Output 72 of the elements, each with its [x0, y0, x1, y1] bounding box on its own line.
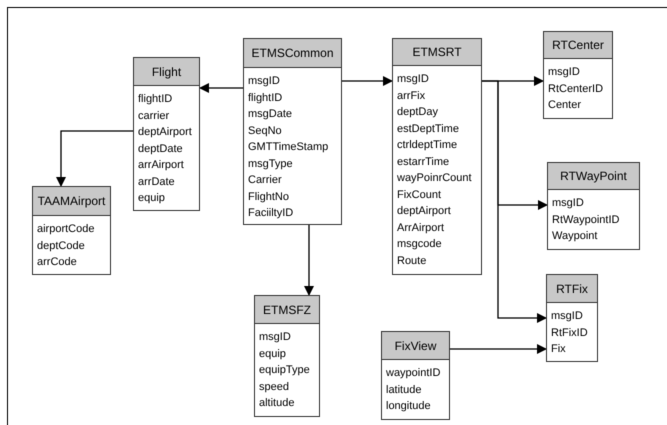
- field-name: arrCode: [37, 255, 77, 270]
- table-header: RTFix: [547, 275, 597, 303]
- field-name: deptDate: [138, 142, 183, 156]
- field-name: RtCenterID: [548, 82, 604, 96]
- field-name: deptAirport: [397, 204, 451, 219]
- table-box: [392, 38, 482, 275]
- field-name: deptCode: [37, 238, 85, 254]
- field-name: deptDay: [397, 105, 438, 120]
- table-header: Flight: [134, 58, 199, 86]
- field-name: RtFixID: [551, 326, 588, 340]
- field-name: ctrldeptTime: [397, 138, 458, 153]
- field-name: msgType: [248, 156, 293, 172]
- field-name: arrDate: [138, 174, 175, 190]
- arrow: [304, 225, 314, 296]
- field-name: longitude: [386, 399, 431, 414]
- field-name: latitude: [386, 382, 422, 398]
- field-name: msgID: [248, 74, 280, 89]
- field-name: Route: [397, 254, 426, 268]
- arrow: [450, 344, 547, 354]
- arrow: [342, 76, 393, 86]
- table-header: ETMSFZ: [255, 296, 319, 324]
- field-name: estDeptTime: [397, 122, 459, 136]
- arrow: [56, 130, 133, 187]
- table-box: [543, 31, 613, 119]
- field-name: wayPoinrCount: [397, 171, 472, 186]
- field-name: arrAirport: [138, 158, 184, 173]
- table-header: RTWayPoint: [548, 163, 639, 190]
- field-name: Waypoint: [552, 229, 598, 244]
- table-header: ETMSCommon: [244, 39, 341, 68]
- table-box: [546, 274, 598, 362]
- field-name: speed: [259, 380, 289, 394]
- table-box: [32, 186, 111, 275]
- table-box: [547, 162, 640, 250]
- arrow: [199, 83, 243, 93]
- field-name: deptAirport: [138, 125, 192, 140]
- table-header: TAAMAirport: [33, 187, 110, 216]
- table-box: [243, 38, 342, 225]
- field-name: FixCount: [397, 188, 442, 202]
- field-name: equip: [259, 346, 286, 362]
- field-name: arrFix: [397, 88, 426, 104]
- field-name: flightID: [138, 92, 172, 107]
- field-name: msgID: [397, 72, 429, 87]
- field-name: FaciiltyID: [248, 206, 294, 221]
- field-name: estarrTime: [397, 154, 450, 170]
- field-name: carrier: [138, 108, 170, 124]
- field-name: equip: [138, 191, 165, 206]
- arrow: [482, 80, 547, 323]
- field-name: msgID: [548, 65, 580, 80]
- field-name: msgDate: [248, 107, 292, 122]
- field-name: equipType: [259, 363, 310, 378]
- field-name: Center: [548, 98, 582, 113]
- table-box: [133, 57, 200, 211]
- field-name: Carrier: [248, 173, 282, 188]
- table-box: [254, 295, 320, 417]
- field-name: msgID: [259, 330, 291, 345]
- field-name: msgID: [552, 196, 584, 211]
- field-name: airportCode: [37, 222, 94, 237]
- field-name: Fix: [551, 342, 566, 357]
- field-name: RtWaypointID: [552, 212, 620, 228]
- field-name: GMTTimeStamp: [248, 140, 328, 155]
- field-name: ArrAirport: [397, 220, 444, 236]
- field-name: SeqNo: [248, 124, 282, 138]
- field-name: FlightNo: [248, 190, 289, 204]
- field-name: altitude: [259, 396, 294, 411]
- table-header: RTCenter: [544, 32, 612, 59]
- table-header: ETMSRT: [393, 39, 481, 66]
- field-name: msgID: [551, 309, 583, 324]
- field-name: flightID: [248, 90, 282, 106]
- field-name: waypointID: [386, 366, 440, 381]
- table-box: [381, 331, 450, 420]
- field-name: msgcode: [397, 237, 442, 252]
- table-header: FixView: [382, 332, 449, 360]
